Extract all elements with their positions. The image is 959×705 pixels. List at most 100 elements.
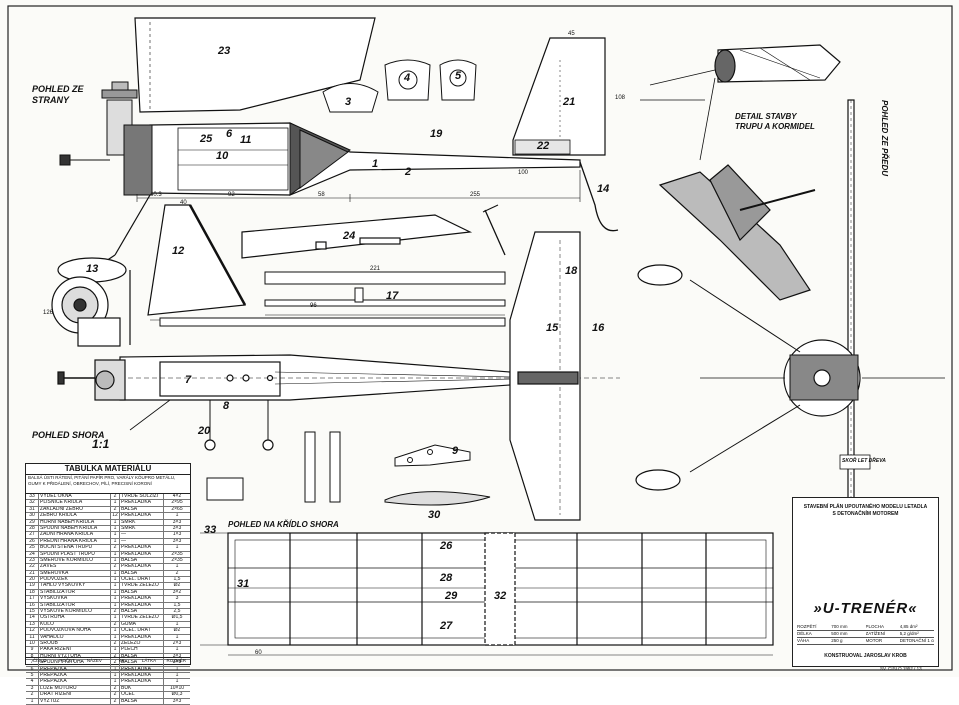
material-footer-cell: LÁTKA: [141, 658, 157, 663]
part-23-fin: [134, 17, 376, 113]
material-cell: 2: [111, 545, 120, 551]
part-13-label: 13: [86, 263, 99, 275]
material-table: TABULKA MATERIÁLU BALSÁ ÚSTI RÁTENÍ, PIT…: [25, 463, 191, 705]
detail-label: DETAIL STAVBY TRUPU A KORMIDEL: [735, 112, 815, 131]
material-cell: 1: [175, 545, 179, 551]
part-24-label: 24: [343, 230, 356, 242]
wheel-assembly: [51, 257, 131, 347]
part-30-label: 30: [428, 509, 441, 521]
material-cell: 1: [111, 602, 120, 608]
part-26-label: 26: [440, 540, 453, 552]
material-cell: PŘEKLÁDKA: [120, 545, 164, 551]
material-cell: 2×3: [172, 640, 182, 646]
material-cell: BOČNÍ ŠTĚNA TRUPU: [39, 545, 111, 551]
material-footer-cell: POČET: [59, 658, 75, 663]
material-cell: 1: [111, 628, 120, 634]
material-cell: 3×3: [172, 538, 182, 544]
material-cell: 1: [111, 525, 120, 532]
material-cell: 2: [175, 570, 179, 576]
material-footer-cell: KS: [118, 658, 125, 663]
material-cell: 32: [26, 500, 39, 506]
material-cell: 1: [175, 621, 179, 627]
material-cell: TVRDÉ ŠOLŽIŽI: [120, 494, 164, 500]
dim-92: 92: [228, 192, 235, 198]
dim-45: 45: [568, 31, 575, 37]
material-footer-cell: ČÍSLO: [32, 658, 47, 663]
material-cell: OCEL. DRÁT: [120, 577, 164, 583]
material-cell: 1: [111, 570, 120, 577]
material-cell: VAHADLO: [39, 634, 111, 640]
part-27-label: 27: [440, 620, 453, 632]
spec-cell: DÉLKA: [797, 631, 812, 636]
part-31-label: 31: [237, 578, 250, 590]
material-cell: 19: [26, 583, 39, 589]
dim-96: 96: [310, 303, 317, 309]
title-caption: STAVEBNÍ PLÁN UPOUTANÉHO MODELU LETADLA …: [803, 504, 928, 517]
part-25-label: 25: [200, 133, 213, 145]
part-32-label: 32: [494, 590, 507, 602]
material-cell: 2: [111, 653, 120, 660]
spec-cell: 4,85 dm²: [899, 624, 918, 629]
material-cell: 3: [175, 596, 179, 602]
part-25-fuselage-side: [241, 214, 473, 259]
material-cell: 1: [175, 634, 179, 640]
material-cell: PŘEKLÁDKA: [120, 634, 164, 640]
side-view-label: POHLED ZE STRANY: [32, 84, 84, 105]
material-cell: 2: [111, 640, 120, 647]
footer-ref: SV. ČÍSLO 1952 / 13: [880, 666, 922, 671]
material-cell: PŘEPÁŽKA: [39, 679, 111, 685]
material-cell: 2: [111, 609, 120, 615]
material-cell: 27: [26, 532, 39, 538]
material-cell: 1: [111, 538, 120, 545]
material-cell: TVRDÉ ŽELEZO: [120, 615, 164, 621]
material-cell: 12: [111, 513, 120, 519]
material-cell: STABILIZÁTOR: [39, 589, 111, 596]
part-21-tail-fin: [512, 37, 606, 156]
material-cell: 1: [111, 519, 120, 525]
material-cell: BALSA: [120, 589, 164, 596]
spec-cell: MOTOR: [865, 638, 883, 643]
dim-60: 60: [255, 650, 262, 656]
material-cell: 1: [111, 672, 120, 679]
material-cell: BALSA: [120, 557, 164, 564]
material-cell: VÝZTUŽ: [39, 698, 111, 704]
material-cell: PŘEKLÁDKA: [120, 551, 164, 557]
material-cell: 2: [111, 564, 120, 570]
material-cell: 2: [111, 506, 120, 513]
material-cell: BALSA: [120, 570, 164, 577]
material-cell: 1: [111, 666, 120, 672]
material-cell: LOŽE MOTORU: [39, 685, 111, 692]
material-cell: Ø2: [173, 583, 181, 589]
material-cell: 1: [111, 647, 120, 653]
material-cell: BALSA: [120, 506, 164, 513]
material-cell: 1: [111, 532, 120, 538]
material-cell: ZÁKLÁDNÍ ŽEBRO: [39, 506, 111, 513]
part-14-label: 14: [597, 183, 610, 195]
material-cell: 1,5: [173, 577, 181, 583]
material-cell: 2: [111, 692, 120, 698]
spec-cell: 500 mm: [831, 631, 848, 636]
material-cell: 8: [26, 653, 39, 660]
material-cell: 17: [26, 596, 39, 602]
material-cell: BALSA: [120, 609, 164, 615]
material-cell: 1: [175, 564, 179, 570]
material-cell: 10: [26, 640, 39, 647]
spec-cell: ZATÍŽENÍ: [865, 631, 886, 636]
strips: [159, 271, 506, 327]
material-cell: 28: [26, 525, 39, 532]
